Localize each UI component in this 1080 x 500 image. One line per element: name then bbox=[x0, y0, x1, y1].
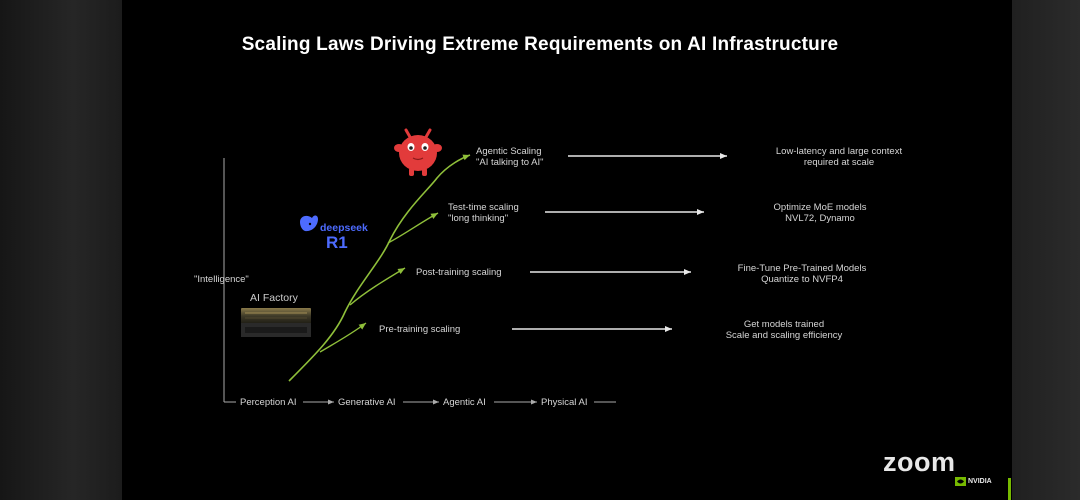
testtime-scaling-subtitle: "long thinking" bbox=[448, 213, 509, 224]
right-letterbox bbox=[1012, 0, 1080, 500]
stage-generative-ai: Generative AI bbox=[338, 397, 396, 408]
ai-factory-label: AI Factory bbox=[250, 292, 298, 304]
robot-mascot-icon bbox=[394, 128, 442, 176]
left-letterbox bbox=[0, 0, 122, 500]
y-axis-label: "Intelligence" bbox=[194, 274, 249, 285]
pretraining-branch bbox=[319, 322, 367, 353]
testtime-scaling-name: Test-time scaling bbox=[448, 202, 519, 213]
agentic-scaling-subtitle: "AI talking to AI" bbox=[476, 157, 544, 168]
nvidia-logo-icon bbox=[955, 477, 966, 486]
deepseek-wordmark: deepseek bbox=[320, 222, 368, 234]
deepseek-whale-icon bbox=[300, 215, 318, 232]
posttraining-scaling-name: Post-training scaling bbox=[416, 267, 502, 278]
posttraining-branch bbox=[349, 267, 406, 306]
deepseek-r1-label: R1 bbox=[326, 233, 348, 252]
slide-title: Scaling Laws Driving Extreme Requirement… bbox=[241, 34, 839, 55]
nvidia-green-accent bbox=[1008, 478, 1011, 500]
presentation-slide bbox=[122, 0, 1012, 500]
posttraining-requirement-line2: Quantize to NVFP4 bbox=[761, 274, 843, 285]
stage-perception-ai: Perception AI bbox=[240, 397, 297, 408]
ai-factory-gpu-image bbox=[241, 308, 311, 337]
agentic-scaling-name: Agentic Scaling bbox=[476, 146, 542, 157]
pretraining-scaling-name: Pre-training scaling bbox=[379, 324, 461, 335]
stage-agentic-ai: Agentic AI bbox=[443, 397, 486, 408]
posttraining-requirement-line1: Fine-Tune Pre-Trained Models bbox=[737, 263, 867, 274]
testtime-requirement-line1: Optimize MoE models bbox=[773, 202, 867, 213]
pretraining-requirement-line1: Get models trained bbox=[743, 319, 825, 330]
zoom-logo: zoom bbox=[883, 447, 956, 477]
testtime-branch bbox=[387, 212, 439, 244]
agentic-requirement-line1: Low-latency and large context bbox=[775, 146, 903, 157]
pretraining-requirement-line2: Scale and scaling efficiency bbox=[725, 330, 843, 341]
testtime-requirement-line2: NVL72, Dynamo bbox=[785, 213, 855, 224]
nvidia-wordmark: NVIDIA bbox=[968, 478, 992, 485]
agentic-requirement-line2: required at scale bbox=[803, 157, 875, 168]
stage-physical-ai: Physical AI bbox=[541, 397, 588, 408]
